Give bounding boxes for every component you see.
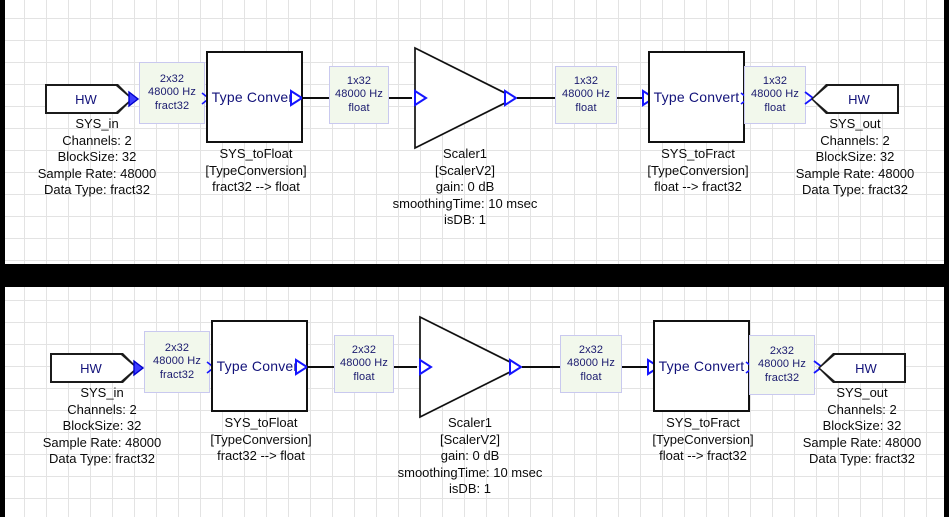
scaler1-output-port-icon[interactable] bbox=[508, 358, 523, 376]
wire-2 bbox=[394, 366, 417, 368]
block-sys-tofract-label: Type Convert bbox=[653, 88, 740, 105]
type-convert-1-output-port-icon[interactable] bbox=[294, 358, 309, 376]
diagram-canvas-top[interactable]: HW SYS_in Channels: 2 BlockSize: 32 Samp… bbox=[5, 0, 944, 264]
block-sys-tofloat-label: Type Convert bbox=[216, 357, 303, 374]
block-sys-tofract[interactable]: Type Convert bbox=[648, 51, 745, 143]
hw-input-label: HW bbox=[75, 91, 97, 107]
hw-input-body: HW bbox=[47, 86, 131, 112]
signal-label-3[interactable]: 2x32 48000 Hz float bbox=[560, 335, 622, 393]
wire-3 bbox=[517, 97, 556, 99]
hw-output-label: HW bbox=[855, 360, 877, 376]
wire-4 bbox=[617, 97, 645, 99]
signal-label-1[interactable]: 2x32 48000 Hz fract32 bbox=[144, 331, 210, 393]
hw-output-block[interactable]: HW bbox=[811, 84, 899, 114]
hw-output-caption: SYS_out Channels: 2 BlockSize: 32 Sample… bbox=[795, 116, 915, 197]
hw-input-output-port-icon[interactable] bbox=[132, 359, 144, 377]
hw-input-output-port-icon[interactable] bbox=[127, 90, 139, 108]
hw-input-block[interactable]: HW bbox=[45, 84, 133, 114]
block-scaler1-caption: Scaler1 [ScalerV2] gain: 0 dB smoothingT… bbox=[397, 415, 543, 496]
scaler1-input-port-icon[interactable] bbox=[413, 89, 428, 107]
wire-4 bbox=[622, 366, 650, 368]
wire-2 bbox=[389, 97, 412, 99]
signal-label-3[interactable]: 1x32 48000 Hz float bbox=[555, 66, 617, 124]
block-sys-tofloat[interactable]: Type Convert bbox=[211, 320, 308, 412]
block-sys-tofloat-caption: SYS_toFloat [TypeConversion] fract32 -->… bbox=[210, 415, 312, 463]
signal-label-2[interactable]: 2x32 48000 Hz float bbox=[334, 335, 394, 393]
hw-output-caption: SYS_out Channels: 2 BlockSize: 32 Sample… bbox=[802, 385, 922, 466]
signal-label-1[interactable]: 2x32 48000 Hz fract32 bbox=[139, 62, 205, 124]
wire-1 bbox=[302, 97, 330, 99]
block-sys-tofloat-label: Type Convert bbox=[211, 88, 298, 105]
scaler1-input-port-icon[interactable] bbox=[418, 358, 433, 376]
block-sys-tofract-caption: SYS_toFract [TypeConversion] float --> f… bbox=[647, 146, 749, 194]
signal-label-4[interactable]: 1x32 48000 Hz float bbox=[744, 66, 806, 124]
hw-output-body: HW bbox=[820, 355, 904, 381]
signal-label-2[interactable]: 1x32 48000 Hz float bbox=[329, 66, 389, 124]
hw-input-caption: SYS_in Channels: 2 BlockSize: 32 Sample … bbox=[37, 116, 157, 197]
wire-1 bbox=[307, 366, 335, 368]
hw-output-label: HW bbox=[848, 91, 870, 107]
hw-output-body: HW bbox=[813, 86, 897, 112]
wire-3 bbox=[522, 366, 561, 368]
scaler1-output-port-icon[interactable] bbox=[503, 89, 518, 107]
block-scaler1-caption: Scaler1 [ScalerV2] gain: 0 dB smoothingT… bbox=[392, 146, 538, 227]
block-sys-tofract-label: Type Convert bbox=[658, 357, 745, 374]
signal-label-4[interactable]: 2x32 48000 Hz fract32 bbox=[749, 335, 815, 395]
hw-input-block[interactable]: HW bbox=[50, 353, 138, 383]
block-sys-tofract[interactable]: Type Convert bbox=[653, 320, 750, 412]
diagram-canvas-bottom[interactable]: HW SYS_in Channels: 2 BlockSize: 32 Samp… bbox=[5, 287, 944, 517]
block-sys-tofract-caption: SYS_toFract [TypeConversion] float --> f… bbox=[652, 415, 754, 463]
type-convert-1-output-port-icon[interactable] bbox=[289, 89, 304, 107]
hw-input-caption: SYS_in Channels: 2 BlockSize: 32 Sample … bbox=[42, 385, 162, 466]
hw-input-label: HW bbox=[80, 360, 102, 376]
block-sys-tofloat-caption: SYS_toFloat [TypeConversion] fract32 -->… bbox=[205, 146, 307, 194]
block-sys-tofloat[interactable]: Type Convert bbox=[206, 51, 303, 143]
hw-input-body: HW bbox=[52, 355, 136, 381]
hw-output-block[interactable]: HW bbox=[818, 353, 906, 383]
